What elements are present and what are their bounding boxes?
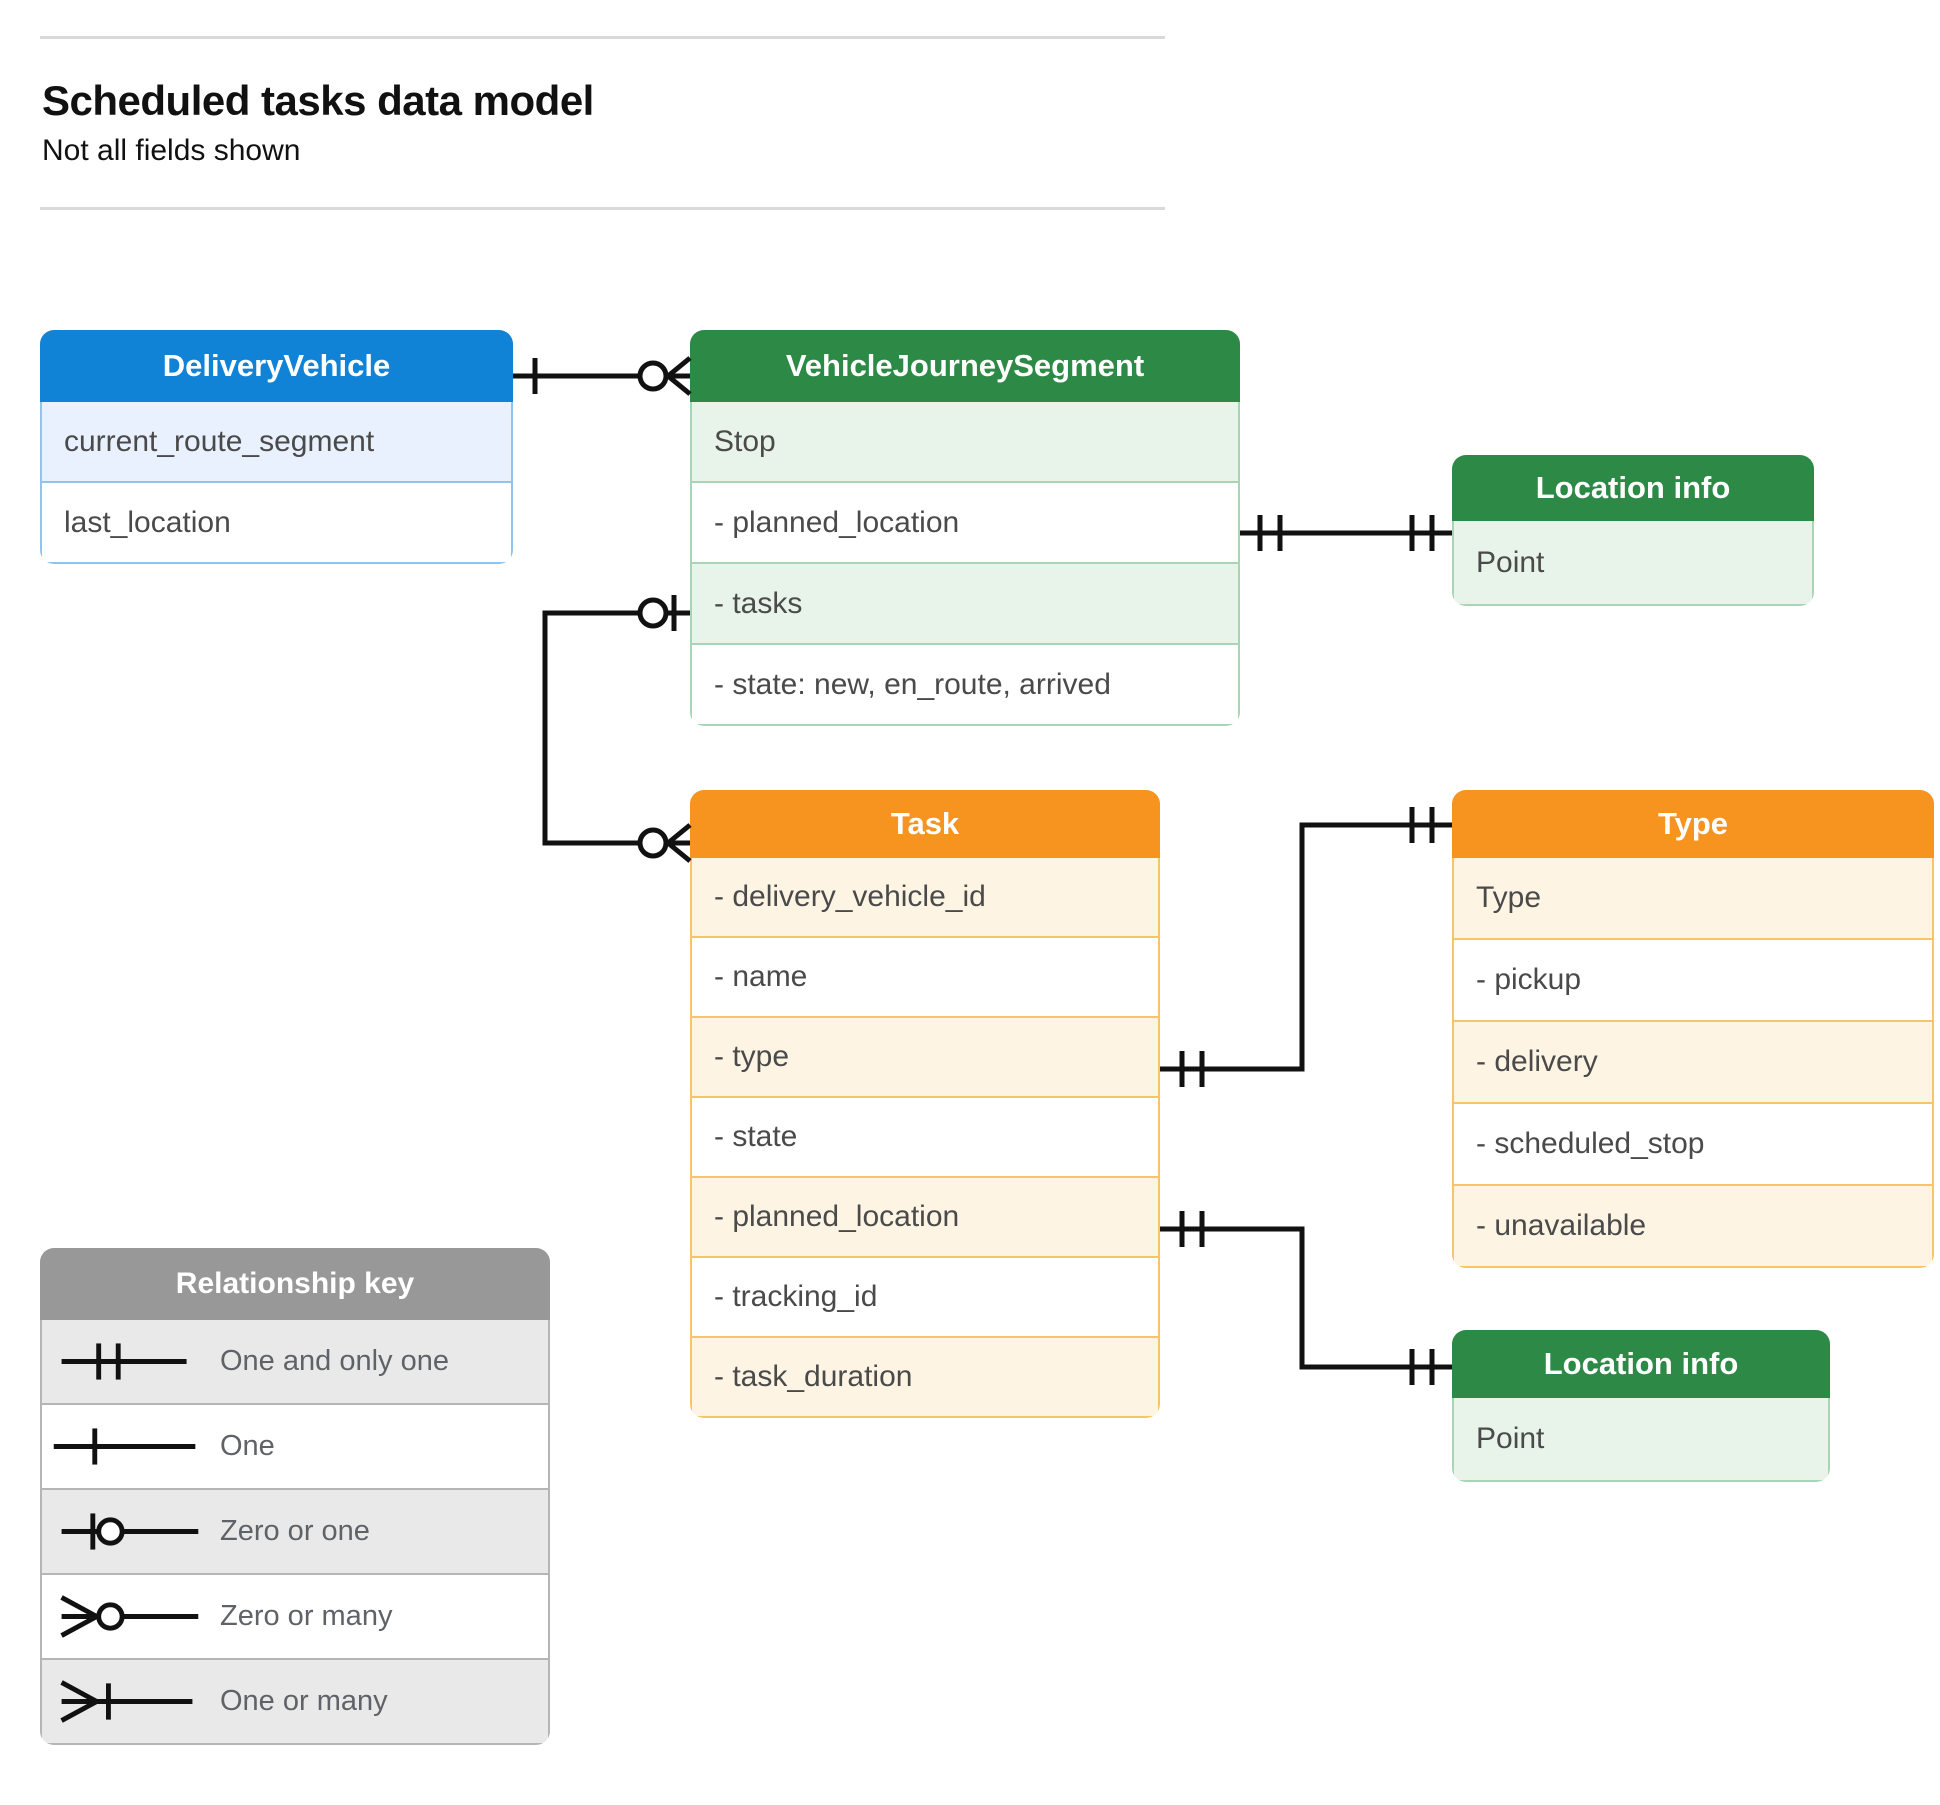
entity-row: Point bbox=[1452, 521, 1814, 606]
entity-row: Type bbox=[1452, 858, 1934, 940]
connector-vjs-tasks-task bbox=[542, 595, 692, 863]
one-icon bbox=[53, 1428, 196, 1465]
entity-row: - unavailable bbox=[1452, 1186, 1934, 1268]
legend-item-one-and-only-one: One and only one bbox=[40, 1320, 550, 1405]
entity-row: - state bbox=[690, 1098, 1160, 1178]
entity-row: - type bbox=[690, 1018, 1160, 1098]
entity-location-info-bottom[interactable]: Location info Point bbox=[1452, 1330, 1830, 1482]
entity-location-info-top[interactable]: Location info Point bbox=[1452, 455, 1814, 606]
legend-item-label: One or many bbox=[220, 1685, 388, 1717]
entity-row: - scheduled_stop bbox=[1452, 1104, 1934, 1186]
page-header: Scheduled tasks data model Not all field… bbox=[40, 36, 1165, 211]
entity-delivery-vehicle-title: DeliveryVehicle bbox=[40, 330, 513, 402]
entity-vehicle-journey-segment[interactable]: VehicleJourneySegment Stop - planned_loc… bbox=[690, 330, 1240, 726]
entity-type[interactable]: Type Type - pickup - delivery - schedule… bbox=[1452, 790, 1934, 1268]
connector-vjs-plannedlocation-locationinfo bbox=[1240, 515, 1452, 551]
entity-row: - tracking_id bbox=[690, 1258, 1160, 1338]
one-or-many-icon bbox=[60, 1680, 193, 1723]
connector-task-type bbox=[1160, 807, 1452, 1087]
entity-location-info-bottom-title: Location info bbox=[1452, 1330, 1830, 1398]
entity-delivery-vehicle[interactable]: DeliveryVehicle current_route_segment la… bbox=[40, 330, 513, 564]
entity-task[interactable]: Task - delivery_vehicle_id - name - type… bbox=[690, 790, 1160, 1418]
header-rule-top bbox=[40, 36, 1165, 39]
relationship-key-title: Relationship key bbox=[40, 1248, 550, 1320]
connector-deliveryvehicle-vehiclejourneysegment bbox=[513, 356, 692, 396]
entity-row: - name bbox=[690, 938, 1160, 1018]
entity-row: - planned_location bbox=[690, 483, 1240, 564]
entity-type-title: Type bbox=[1452, 790, 1934, 858]
legend-item-one-or-many: One or many bbox=[40, 1660, 550, 1745]
entity-row: - pickup bbox=[1452, 940, 1934, 1022]
legend-item-zero-or-many: Zero or many bbox=[40, 1575, 550, 1660]
page-title: Scheduled tasks data model bbox=[42, 77, 594, 124]
entity-task-title: Task bbox=[690, 790, 1160, 858]
zero-or-many-icon bbox=[60, 1595, 199, 1638]
entity-row: - delivery_vehicle_id bbox=[690, 858, 1160, 938]
legend-item-one: One bbox=[40, 1405, 550, 1490]
entity-row: current_route_segment bbox=[40, 402, 513, 483]
entity-location-info-top-title: Location info bbox=[1452, 455, 1814, 521]
zero-or-one-icon bbox=[61, 1513, 199, 1550]
entity-row: Point bbox=[1452, 1398, 1830, 1482]
entity-row: last_location bbox=[40, 483, 513, 564]
entity-row: - task_duration bbox=[690, 1338, 1160, 1418]
legend-item-label: Zero or one bbox=[220, 1515, 370, 1547]
connector-task-plannedlocation-locationinfo bbox=[1160, 1211, 1452, 1385]
legend-item-zero-or-one: Zero or one bbox=[40, 1490, 550, 1575]
entity-row: Stop bbox=[690, 402, 1240, 483]
page-subtitle: Not all fields shown bbox=[42, 134, 301, 168]
relationship-key-legend[interactable]: Relationship key One and only one One bbox=[40, 1248, 550, 1745]
header-rule-bottom bbox=[40, 207, 1165, 211]
entity-row: - state: new, en_route, arrived bbox=[690, 645, 1240, 726]
entity-row: - delivery bbox=[1452, 1022, 1934, 1104]
one-and-only-one-icon bbox=[61, 1343, 187, 1380]
entity-row: - planned_location bbox=[690, 1178, 1160, 1258]
legend-item-label: Zero or many bbox=[220, 1600, 393, 1632]
entity-row: - tasks bbox=[690, 564, 1240, 645]
legend-item-label: One and only one bbox=[220, 1345, 449, 1377]
entity-vehicle-journey-segment-title: VehicleJourneySegment bbox=[690, 330, 1240, 402]
legend-item-label: One bbox=[220, 1430, 275, 1462]
